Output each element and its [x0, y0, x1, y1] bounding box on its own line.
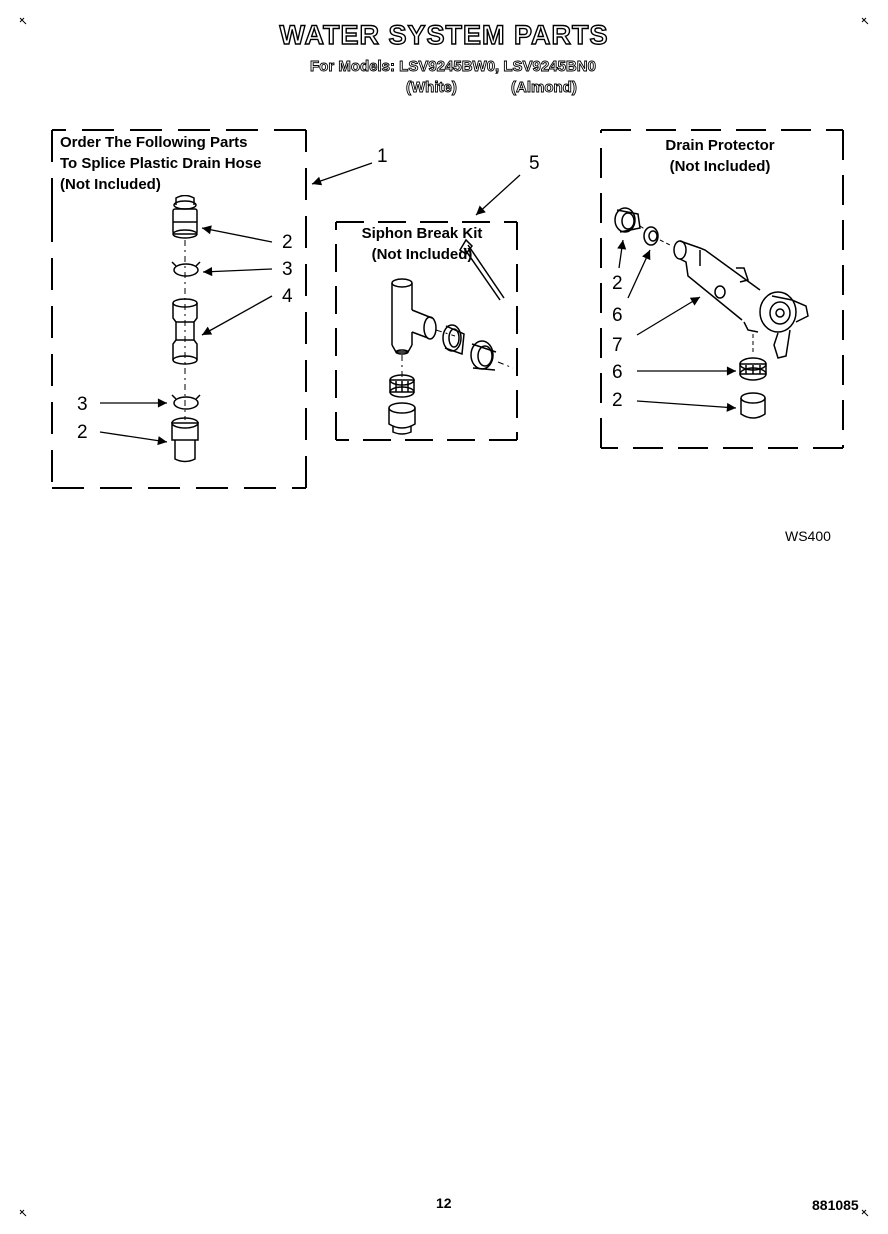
drain-clamp	[739, 357, 767, 381]
splice-label-line1: Order The Following Parts	[60, 134, 248, 151]
callout-3-top: 3	[282, 259, 293, 280]
connector-top	[172, 194, 198, 239]
siphon-label-line2: (Not Included)	[371, 246, 473, 263]
models-line: For Models: LSV9245BW0, LSV9245BN0	[310, 58, 597, 76]
splice-box-label: Order The Following Parts To Splice Plas…	[60, 132, 266, 195]
callout-1: 1	[377, 146, 388, 167]
callout-3-bottom: 3	[77, 394, 88, 415]
callout-2-top: 2	[282, 232, 293, 253]
page-title: WATER SYSTEM PARTS	[279, 19, 609, 50]
siphon-tee	[391, 278, 437, 355]
callout-4: 4	[282, 286, 293, 307]
splice-label-line3: (Not Included)	[60, 176, 161, 193]
drain-cap	[614, 207, 641, 233]
drain-small-ring	[643, 226, 659, 246]
siphon-adapter	[470, 340, 514, 371]
siphon-label-line1: Siphon Break Kit	[361, 225, 483, 242]
drain-box-border	[600, 129, 844, 449]
drain-box-label: Drain Protector (Not Included)	[640, 135, 800, 177]
callout-6-drain-top: 6	[612, 305, 623, 326]
siphon-cap	[458, 238, 505, 301]
siphon-box-label: Siphon Break Kit (Not Included)	[352, 223, 492, 265]
siphon-box-border	[335, 221, 518, 441]
page-number: 12	[436, 1195, 452, 1211]
callout-7: 7	[612, 335, 623, 356]
doc-number: 881085	[812, 1197, 859, 1213]
callout-2-drain-bottom: 2	[612, 390, 623, 411]
siphon-clamp	[389, 374, 415, 398]
drain-connector	[740, 392, 766, 419]
drain-protector-body	[673, 240, 809, 359]
connector-bottom	[171, 417, 199, 463]
callout-5: 5	[529, 153, 540, 174]
drain-label-line1: Drain Protector	[665, 137, 775, 154]
clamp-top	[171, 261, 201, 277]
figure-code: WS400	[785, 528, 831, 544]
siphon-connector	[388, 402, 416, 435]
color-white-label: (White)	[406, 79, 458, 97]
splice-label-line2: To Splice Plastic Drain Hose	[60, 155, 262, 172]
splice-box-border	[51, 129, 307, 489]
drain-label-line2: (Not Included)	[669, 158, 771, 175]
color-almond-label: (Almond)	[511, 79, 578, 97]
clamp-bottom	[171, 394, 201, 410]
callout-6-drain-bottom: 6	[612, 362, 623, 383]
coupling	[172, 298, 198, 365]
siphon-ring	[442, 324, 465, 356]
callout-2-bottom: 2	[77, 422, 88, 443]
callout-2-drain-top: 2	[612, 273, 623, 294]
